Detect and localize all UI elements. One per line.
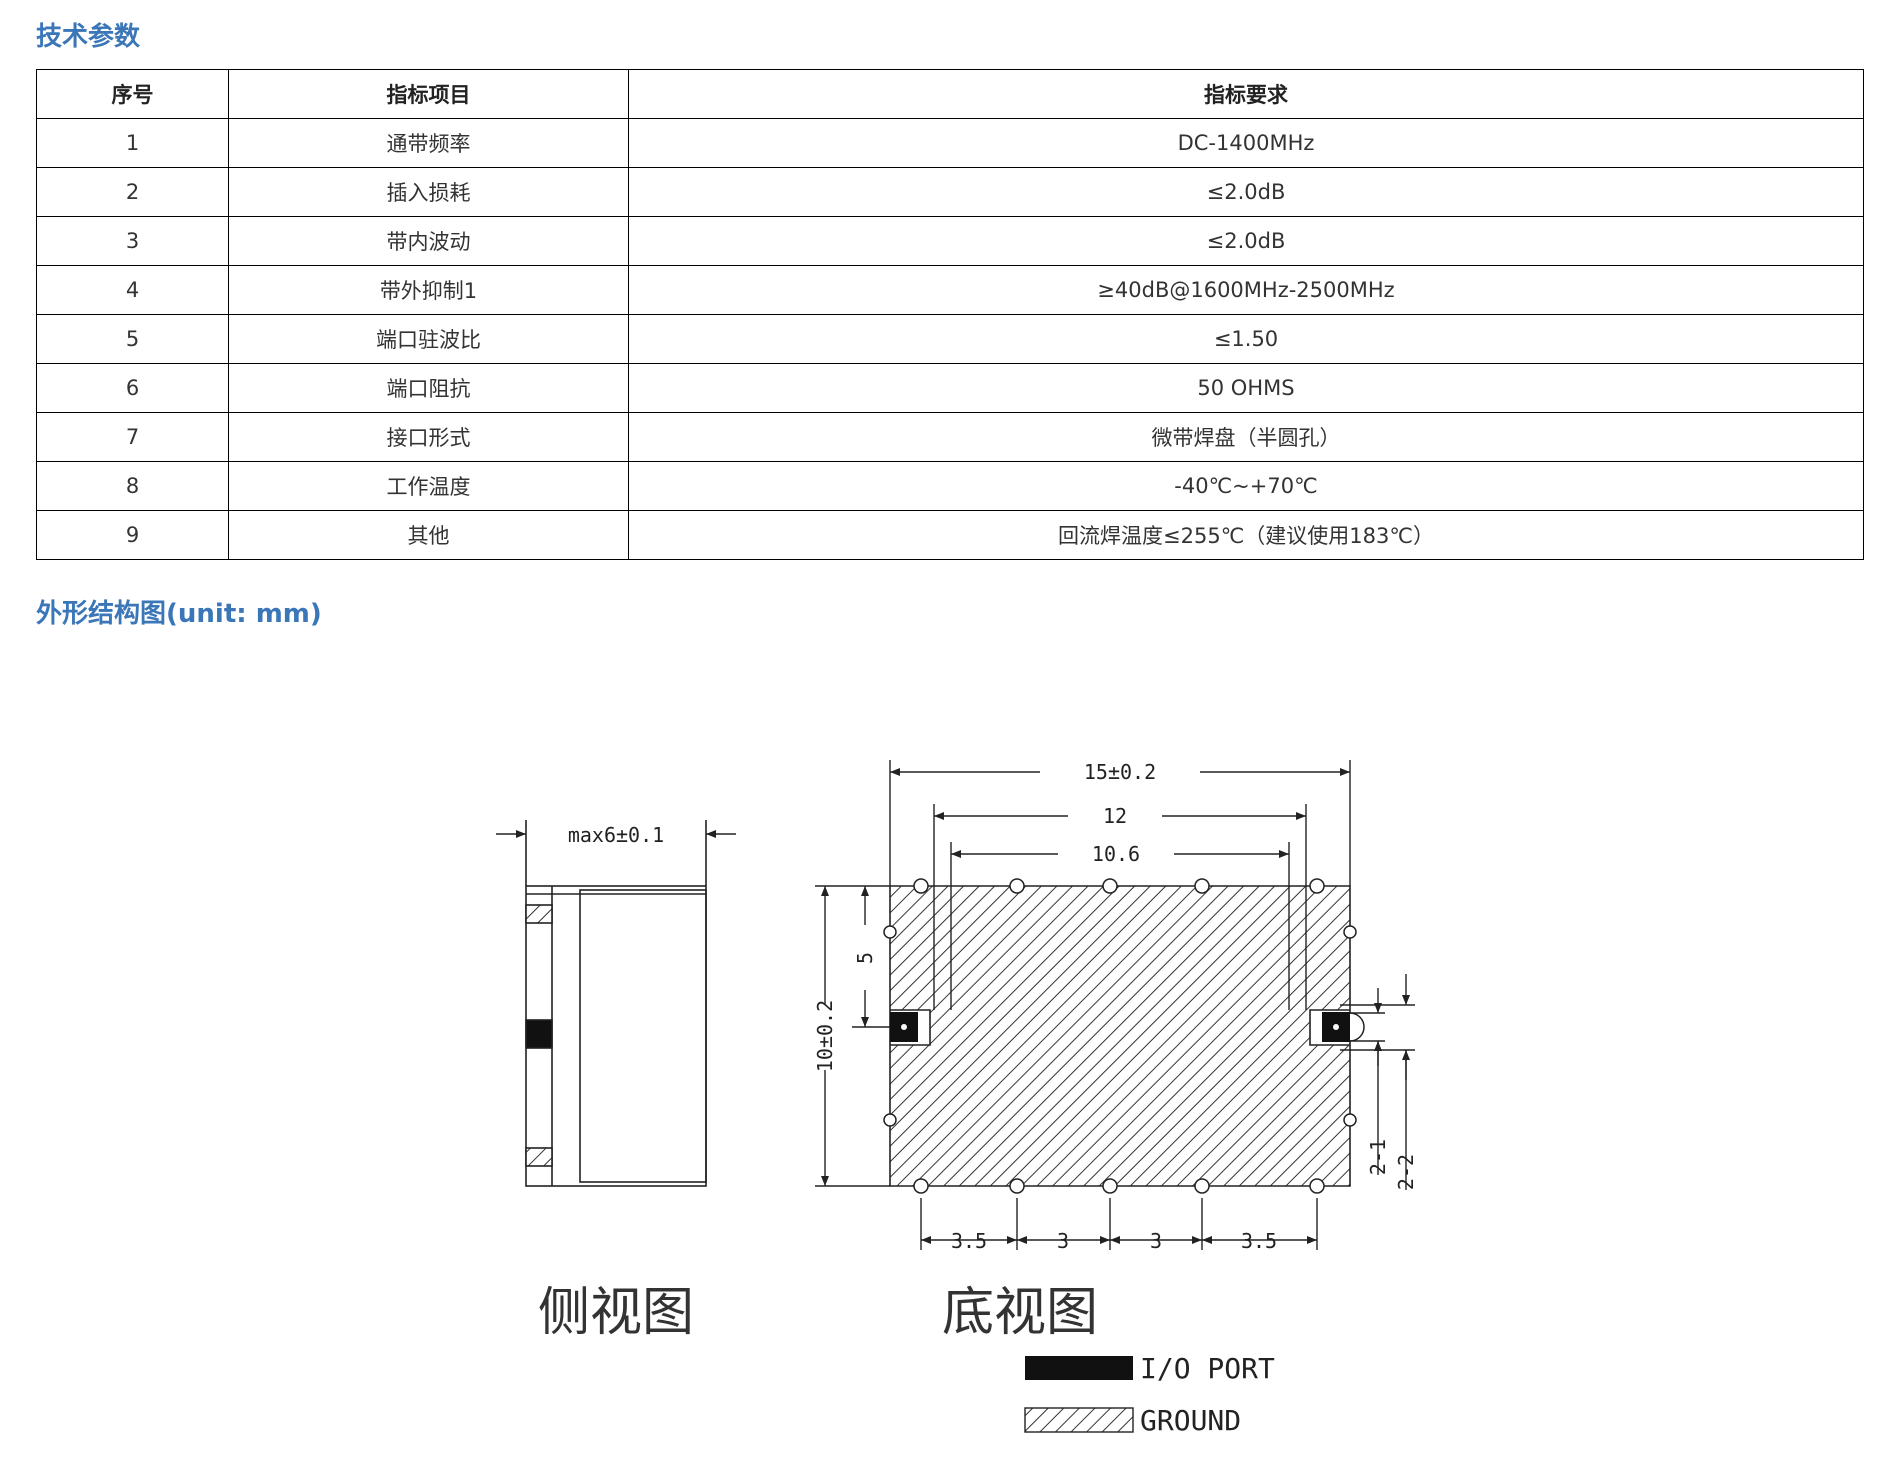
cell-requirement: ≤2.0dB: [628, 216, 1864, 266]
pitch-label: 3.5: [1241, 1229, 1277, 1253]
port-dim-label-1: 2-1: [1366, 1139, 1390, 1175]
port-dim-label-2: 2-2: [1394, 1154, 1418, 1190]
cell-requirement: ≤1.50: [628, 314, 1864, 364]
pitch-label: 3: [1150, 1229, 1162, 1253]
bottom-view: [883, 878, 1365, 1194]
table-row: 3 带内波动 ≤2.0dB: [36, 216, 1864, 266]
outline-drawing: max6±0.1 侧视图: [496, 760, 1418, 1437]
side-view-body: [525, 885, 707, 1187]
header-index: 序号: [36, 69, 229, 119]
cell-item: 其他: [228, 510, 629, 560]
side-view-cover: [579, 889, 707, 1183]
table-row: 7 接口形式 微带焊盘（半圆孔）: [36, 412, 1864, 462]
cell-index: 1: [36, 118, 229, 168]
cell-requirement: DC-1400MHz: [628, 118, 1864, 168]
table-row: 6 端口阻抗 50 OHMS: [36, 363, 1864, 413]
cell-item: 端口驻波比: [228, 314, 629, 364]
pitch-label: 3: [1057, 1229, 1069, 1253]
side-view-caption: 侧视图: [538, 1283, 694, 1343]
table-row: 5 端口驻波比 ≤1.50: [36, 314, 1864, 364]
bottom-view-ground-plane: [889, 885, 1351, 1187]
spec-table: 序号 指标项目 指标要求 1 通带频率 DC-1400MHz 2 插入损耗 ≤2…: [36, 69, 1864, 560]
cell-item: 带内波动: [228, 216, 629, 266]
cell-index: 9: [36, 510, 229, 560]
port-offset-label: 5: [853, 952, 877, 964]
cell-index: 7: [36, 412, 229, 462]
cell-requirement: ≥40dB@1600MHz-2500MHz: [628, 265, 1864, 315]
cell-item: 工作温度: [228, 461, 629, 511]
cell-index: 3: [36, 216, 229, 266]
section-title-technical-params: 技术参数: [36, 22, 141, 52]
header-item: 指标项目: [228, 69, 629, 119]
spec-table-header: 序号 指标项目 指标要求: [36, 69, 1864, 119]
bottom-view-dimensions: [815, 760, 1415, 1250]
bottom-view-caption: 底视图: [942, 1283, 1098, 1343]
overall-width-label: 15±0.2: [1084, 760, 1156, 784]
table-row: 2 插入损耗 ≤2.0dB: [36, 167, 1864, 217]
cell-index: 8: [36, 461, 229, 511]
cell-requirement: -40℃~+70℃: [628, 461, 1864, 511]
header-requirement: 指标要求: [628, 69, 1864, 119]
cell-index: 6: [36, 363, 229, 413]
cell-index: 4: [36, 265, 229, 315]
cell-index: 5: [36, 314, 229, 364]
cell-requirement: ≤2.0dB: [628, 167, 1864, 217]
legend-ground-swatch: [1024, 1407, 1134, 1433]
cell-item: 通带频率: [228, 118, 629, 168]
io-port-hole-left: [901, 1024, 907, 1030]
cell-item: 端口阻抗: [228, 363, 629, 413]
table-row: 8 工作温度 -40℃~+70℃: [36, 461, 1864, 511]
legend-io-port-label: I/O PORT: [1140, 1352, 1275, 1385]
pitch-label: 3.5: [951, 1229, 987, 1253]
section-title-outline-drawing: 外形结构图(unit: mm): [36, 599, 322, 629]
table-row: 4 带外抑制1 ≥40dB@1600MHz-2500MHz: [36, 265, 1864, 315]
cell-index: 2: [36, 167, 229, 217]
side-view: [496, 820, 736, 1187]
legend: I/O PORT GROUND: [1024, 1352, 1275, 1437]
cell-requirement: 50 OHMS: [628, 363, 1864, 413]
side-view-ground-pad: [525, 904, 553, 924]
cell-item: 插入损耗: [228, 167, 629, 217]
pad-span-label: 12: [1103, 804, 1127, 828]
legend-ground-label: GROUND: [1140, 1404, 1241, 1437]
side-view-io-pad: [525, 1019, 553, 1049]
cell-requirement: 回流焊温度≤255℃（建议使用183℃）: [628, 510, 1864, 560]
cell-item: 接口形式: [228, 412, 629, 462]
height-label: 10±0.2: [813, 1000, 837, 1072]
table-row: 1 通带频率 DC-1400MHz: [36, 118, 1864, 168]
cell-item: 带外抑制1: [228, 265, 629, 315]
io-port-hole-right: [1333, 1024, 1339, 1030]
inner-span-label: 10.6: [1092, 842, 1140, 866]
table-row: 9 其他 回流焊温度≤255℃（建议使用183℃）: [36, 510, 1864, 560]
side-view-ground-pad: [525, 1147, 553, 1167]
cell-requirement: 微带焊盘（半圆孔）: [628, 412, 1864, 462]
legend-io-port-swatch: [1025, 1356, 1133, 1380]
side-width-label: max6±0.1: [568, 823, 664, 847]
